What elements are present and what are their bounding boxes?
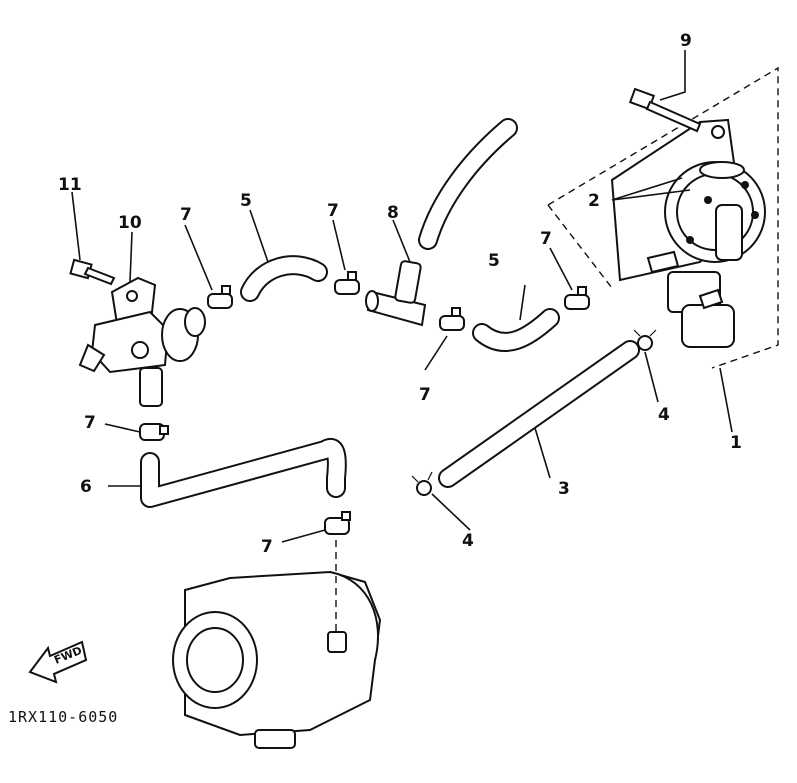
fuel-cock [78, 276, 206, 407]
clamp-7-d [564, 286, 590, 310]
callout-7-f: 7 [261, 537, 273, 557]
fuel-pump-assembly [547, 66, 779, 369]
forward-arrow-icon: FWD [28, 640, 88, 684]
hose-5-left [240, 255, 328, 302]
callout-9: 9 [680, 31, 692, 51]
callout-4-lower: 4 [462, 531, 474, 551]
carburetor [172, 540, 382, 749]
clamp-7-b [334, 271, 360, 295]
callout-3: 3 [558, 479, 570, 499]
clamp-7-a [207, 285, 233, 309]
callout-7-a: 7 [180, 205, 192, 225]
clip-4-lower [411, 471, 433, 496]
hose-upper-breather [418, 118, 518, 250]
clip-4-upper [633, 329, 657, 351]
callout-6: 6 [80, 477, 92, 497]
joint-8 [365, 260, 427, 327]
callout-7-d: 7 [540, 229, 552, 249]
clamp-7-c [439, 307, 465, 331]
callout-11: 11 [58, 175, 82, 195]
callout-10: 10 [118, 213, 142, 233]
hose-3 [438, 340, 640, 488]
clamp-7-f [324, 511, 351, 535]
clamp-7-e [139, 423, 169, 441]
callout-5-right: 5 [488, 251, 500, 271]
leader-lines [71, 50, 733, 543]
callout-7-c: 7 [419, 385, 431, 405]
callout-4-upper: 4 [658, 405, 670, 425]
hose-5-right [472, 308, 560, 352]
callout-2: 2 [588, 191, 600, 211]
bolt-11 [69, 258, 116, 286]
callout-7-b: 7 [327, 201, 339, 221]
drawing-code: 1RX110-6050 [8, 708, 118, 726]
callout-1: 1 [730, 433, 742, 453]
callout-7-e: 7 [84, 413, 96, 433]
hose-6 [140, 438, 347, 508]
bolt-9 [628, 87, 702, 133]
callout-5-left: 5 [240, 191, 252, 211]
callout-8: 8 [387, 203, 399, 223]
callouts: 9 2 1 4 3 4 8 5 5 7 7 7 7 7 7 6 10 11 [58, 31, 742, 557]
